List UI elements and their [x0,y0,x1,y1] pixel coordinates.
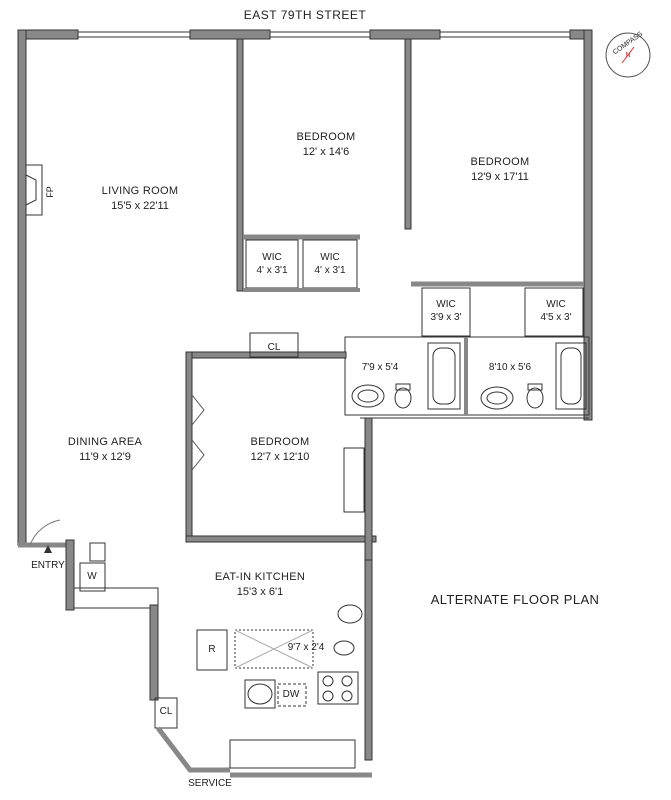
wall-top-mid1 [189,29,271,40]
wall-bed3-left [185,351,193,543]
fridge-label: R [208,644,216,655]
service-label: SERVICE [188,778,232,789]
room-dim-bed1: 12' x 14'6 [302,146,350,158]
toilet1 [394,387,412,409]
room-name-dining: DINING AREA [67,436,143,448]
wall-service [149,604,159,701]
sink2 [480,386,514,410]
room-dim-wic3: 3'9 x 3' [430,312,462,323]
wall-bed1-bed2 [404,38,412,230]
tub1 [427,342,461,410]
wall-right-bed2 [583,29,593,421]
entry-marker [44,545,52,553]
room-name-living: LIVING ROOM [101,185,179,197]
room-dim-wic4: 4'5 x 3' [540,312,572,323]
plan-title: ALTERNATE FLOOR PLAN [430,592,600,607]
sink1 [351,384,385,408]
wic2-box [302,239,358,289]
entry-label: ENTRY [31,560,65,571]
tub2 [555,342,587,410]
wall-top-left [17,29,79,40]
room-name-bed2: BEDROOM [470,156,530,168]
room-dim-wic1: 4' x 3'1 [256,265,288,276]
street-label: EAST 79TH STREET [243,8,367,22]
room-name-kitchen: EAT-IN KITCHEN [214,571,306,583]
toilet3 [333,640,355,656]
dishwasher-label: DW [282,689,300,700]
room-dim-bath2: 8'10 x 5'6 [488,362,532,373]
wall-kitchen-right [364,559,373,761]
closet2-label: CL [159,706,173,717]
compass [605,32,651,78]
wic1-box [245,239,299,289]
wic4-box [524,287,584,337]
room-dim-living: 15'5 x 22'11 [111,200,169,212]
sink-kitchen [247,683,273,705]
washer-box [79,562,106,592]
room-dim-bath3: 9'7 x 2'4 [287,642,325,653]
room-name-wic4: WIC [546,299,566,310]
room-dim-bed3: 12'7 x 12'10 [250,451,310,463]
toilet2 [526,387,544,409]
stove [317,671,359,705]
closet-bed3-box [343,447,365,513]
fireplace-box [25,164,43,216]
room-name-bed3: BEDROOM [250,436,310,448]
room-dim-wic2: 4' x 3'1 [314,265,346,276]
shower-box [234,629,314,669]
room-dim-dining: 11'9 x 12'9 [79,451,131,463]
room-dim-kitchen: 15'3 x 6'1 [236,586,284,598]
fireplace-label: FP [44,186,55,198]
room-name-wic3: WIC [436,299,456,310]
sink3 [337,604,363,624]
room-name-bed1: BEDROOM [296,131,356,143]
closet1-box [249,332,299,358]
wall-living-bed1 [236,38,244,292]
compass-mark: N [625,52,631,59]
wall-top-mid2 [369,29,441,40]
fridge-box [196,629,228,671]
wall-left [17,29,27,546]
wall-bed3-bottom [185,535,377,543]
wall-corridor-left [65,539,75,611]
room-dim-bed2: 12'9 x 17'11 [471,171,529,183]
wall-bed3-right [364,417,373,561]
room-name-wic1: WIC [262,252,282,263]
room-dim-bath1: 7'9 x 5'4 [361,362,399,373]
closet1-label: CL [267,342,281,353]
room-name-wic2: WIC [320,252,340,263]
closet2-box [154,697,178,729]
wic3-box [421,287,471,337]
washer-label: W [87,571,97,582]
